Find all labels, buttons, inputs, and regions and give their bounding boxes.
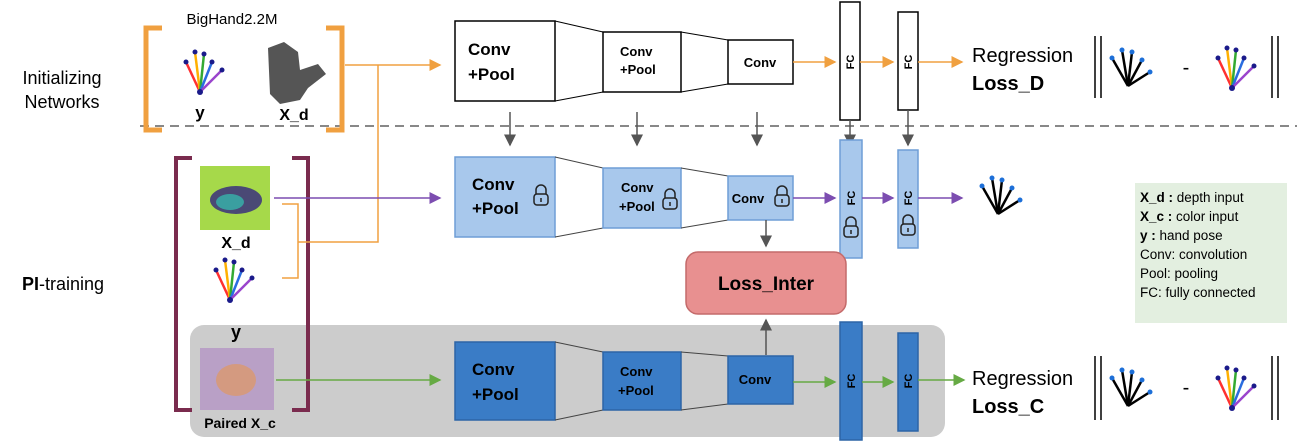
depth-hand-core bbox=[216, 194, 244, 210]
conv-pool-2-color-l2: +Pool bbox=[618, 383, 654, 398]
regression-d-label: Regression bbox=[972, 45, 1073, 67]
label-paired-xc: Paired X_c bbox=[204, 415, 276, 431]
conv-pool-1-top-l1: Conv bbox=[468, 40, 511, 59]
legend-item-key: X_c : bbox=[1140, 209, 1172, 224]
fc-2-color bbox=[897, 332, 919, 432]
conv-3-top bbox=[727, 39, 794, 85]
loss-c-label: Loss_C bbox=[972, 396, 1044, 418]
orange-group-bracket bbox=[282, 203, 299, 279]
fc-1-color-label: FC bbox=[846, 374, 858, 389]
conv-pool-2-top-l2: +Pool bbox=[620, 62, 656, 77]
legend-item-desc: FC: fully connected bbox=[1140, 285, 1256, 300]
hand-pose-icon-pi bbox=[212, 256, 256, 305]
conv-3-pi-label: Conv bbox=[732, 191, 765, 206]
dataset-label: BigHand2.2M bbox=[187, 11, 278, 28]
fc-2-pi-label: FC bbox=[903, 191, 915, 206]
row-top-network: Conv +Pool Conv +Pool Conv FC FC bbox=[454, 1, 964, 121]
pi-suffix: -training bbox=[39, 274, 104, 294]
hand-pose-icon bbox=[182, 48, 226, 97]
label-y-pi: y bbox=[231, 322, 241, 342]
fc-1-color bbox=[839, 321, 863, 441]
conv-pool-2-color-l1: Conv bbox=[620, 364, 653, 379]
hand-gt-d bbox=[1214, 44, 1258, 93]
conv-pool-1-top-l2: +Pool bbox=[468, 65, 515, 84]
fc-1-pi bbox=[839, 139, 863, 259]
conv-pool-1-pi-l2: +Pool bbox=[472, 199, 519, 218]
fc-1-pi-label: FC bbox=[846, 191, 858, 206]
maroon-bracket-left bbox=[174, 156, 192, 412]
orange-bracket-left bbox=[143, 25, 162, 133]
legend-item: X_c : color input bbox=[1140, 209, 1239, 224]
conv-3-color-label: Conv bbox=[739, 372, 772, 387]
conv-pool-1-pi-l1: Conv bbox=[472, 175, 515, 194]
weight-transfer-arrows bbox=[504, 110, 914, 147]
conv-pool-1-color-l1: Conv bbox=[472, 360, 515, 379]
conv-pool-2-color bbox=[602, 351, 682, 411]
legend-box bbox=[1135, 183, 1287, 323]
conv-3-color bbox=[727, 355, 794, 405]
pi-prefix: PI bbox=[22, 274, 39, 294]
conv-pool-1-color bbox=[454, 341, 556, 421]
label-y-top: y bbox=[195, 103, 205, 122]
hand-pred-c bbox=[1108, 366, 1154, 408]
legend-item: y : hand pose bbox=[1140, 228, 1223, 243]
fc-2-color-label: FC bbox=[903, 374, 915, 389]
color-branch-panel bbox=[190, 325, 945, 437]
legend-item: X_d : depth input bbox=[1140, 190, 1244, 205]
row-color-network: Conv +Pool Conv +Pool Conv FC FC bbox=[276, 321, 966, 441]
label-xd-top: X_d bbox=[279, 107, 308, 124]
loss-inter-label: Loss_Inter bbox=[718, 274, 815, 295]
legend-item-desc: Conv: convolution bbox=[1140, 247, 1247, 262]
legend-item: Conv: convolution bbox=[1140, 247, 1247, 262]
conv-pool-2-top bbox=[602, 31, 682, 93]
section-label-pi-training: PI-training bbox=[22, 274, 104, 294]
section-label-initializing-line1: Initializing bbox=[22, 68, 101, 88]
depth-hand-image bbox=[268, 42, 326, 104]
legend-item-desc: Pool: pooling bbox=[1140, 266, 1218, 281]
fc-1-top-label: FC bbox=[845, 55, 857, 70]
section-label-initializing-line2: Networks bbox=[24, 92, 99, 112]
legend-item-desc: depth input bbox=[1173, 190, 1244, 205]
loss-inter-box bbox=[685, 251, 847, 315]
conv-pool-2-pi-l1: Conv bbox=[621, 180, 654, 195]
regression-c-label: Regression bbox=[972, 368, 1073, 390]
minus-c: - bbox=[1183, 377, 1190, 399]
color-hand-shape bbox=[216, 364, 256, 396]
legend-item-desc: color input bbox=[1172, 209, 1238, 224]
conv-3-top-label: Conv bbox=[744, 55, 777, 70]
row-pi-network: Conv +Pool Conv +Pool Conv FC FC bbox=[274, 139, 1024, 259]
conv-pool-1-color-l2: +Pool bbox=[472, 385, 519, 404]
loss-d-label: Loss_D bbox=[972, 73, 1044, 95]
fc-2-top-label: FC bbox=[903, 55, 915, 70]
maroon-bracket-right bbox=[292, 156, 310, 412]
orange-bracket-right bbox=[326, 25, 345, 133]
legend-item-key: X_d : bbox=[1140, 190, 1173, 205]
legend-item: FC: fully connected bbox=[1140, 285, 1256, 300]
arrow-pi-orange-link bbox=[298, 65, 379, 243]
hand-gt-c bbox=[1214, 364, 1258, 413]
conv-pool-2-pi-l2: +Pool bbox=[619, 199, 655, 214]
label-xd-pi: X_d bbox=[221, 235, 250, 252]
legend-item: Pool: pooling bbox=[1140, 266, 1218, 281]
hand-pred-d bbox=[1108, 46, 1154, 88]
minus-d: - bbox=[1183, 57, 1190, 79]
conv-pool-1-top bbox=[454, 20, 556, 102]
conv-3-pi bbox=[727, 175, 794, 221]
legend-item-key: y : bbox=[1140, 228, 1156, 243]
legend-item-desc: hand pose bbox=[1156, 228, 1223, 243]
conv-pool-1-pi bbox=[454, 156, 556, 238]
conv-pool-2-top-l1: Conv bbox=[620, 44, 653, 59]
hand-pred-pi bbox=[978, 174, 1024, 216]
